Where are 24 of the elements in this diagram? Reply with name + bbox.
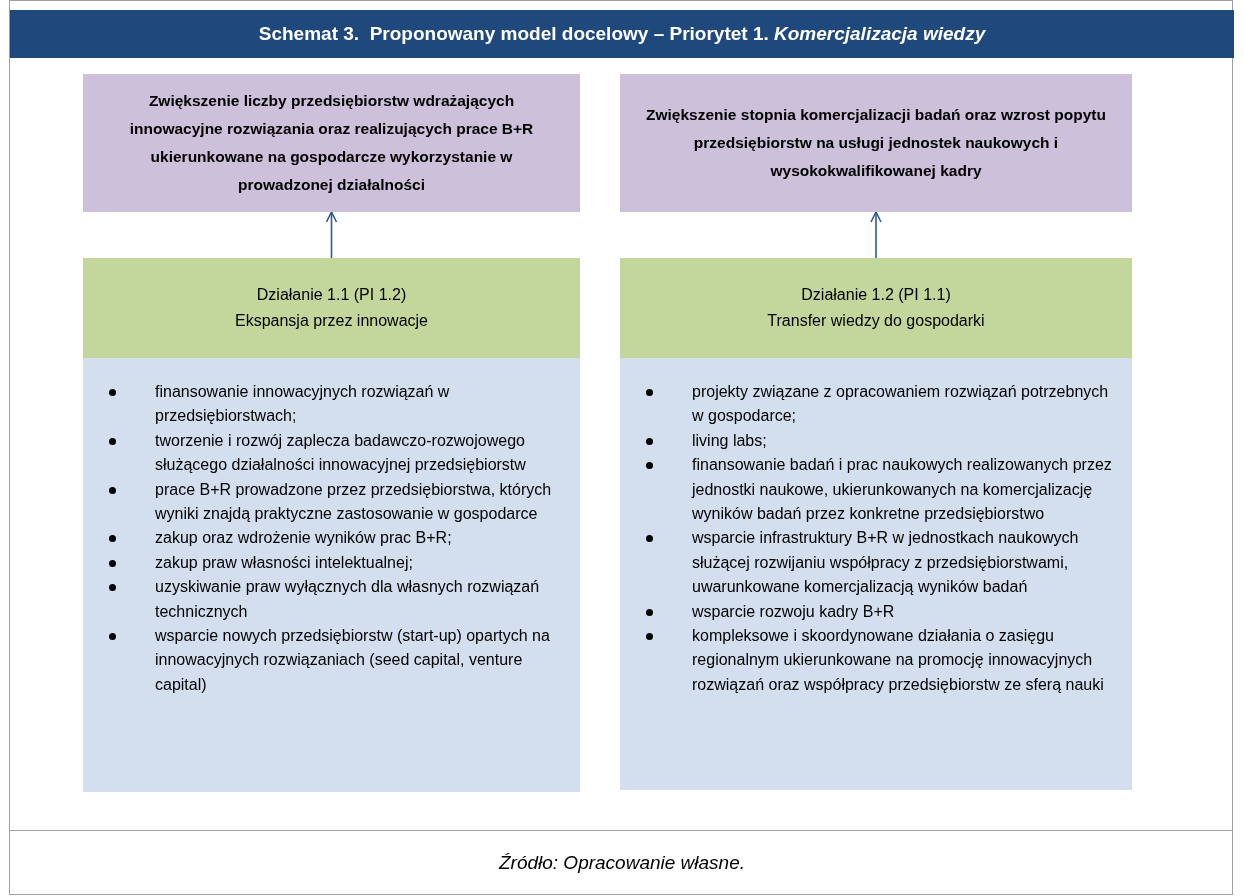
bullet-item: zakup oraz wdrożenie wyników prac B+R; — [99, 526, 570, 551]
bullet-item: wsparcie nowych przedsiębiorstw (start-up) opartych na innowacyjnych rozwiązaniach (seed capital, venture capital) — [99, 624, 570, 698]
bullet-item: wsparcie rozwoju kadry B+R — [636, 599, 1122, 625]
action-text: Działanie 1.1 (PI 1.2) — [256, 285, 407, 305]
action-text: Transfer wiedzy do gospodarki — [767, 311, 985, 331]
title-banner: Schemat 3. Proponowany model docelowy – Priorytet 1. Komercjalizacja wiedzy — [10, 10, 1234, 58]
bullet-item: finansowanie innowacyjnych rozwiązań w przedsiębiorstwach; — [99, 380, 570, 429]
activity-list-box — [620, 358, 1132, 790]
arrow — [870, 211, 882, 259]
bullet-item: kompleksowe i skoordynowane działania o zasięgu regionalnym ukierunkowane na promocję innowacyjnych rozwiązań oraz współpracy przedsiębiorstw ze sferą nauki — [636, 624, 1122, 698]
bullet-item: zakup praw własności intelektualnej; — [99, 550, 570, 576]
action-text: Ekspansja przez innowacje — [235, 311, 428, 331]
action-box — [83, 258, 580, 358]
action-text: Działanie 1.2 (PI 1.1) — [801, 285, 951, 305]
goal-box — [620, 74, 1132, 212]
arrow — [325, 211, 338, 259]
action-box — [620, 258, 1132, 358]
goal-text: Zwiększenie liczby przedsiębiorstw wdrażających innowacyjne rozwiązania oraz realizujących prace B+R ukierunkowane na gospodarcze wykorzystanie w prowadzonej działalności — [128, 91, 535, 195]
bullet-item: projekty związane z opracowaniem rozwiązań potrzebnych w gospodarce; — [636, 380, 1122, 429]
goal-text: Zwiększenie stopnia komercjalizacji badań oraz wzrost popytu przedsiębiorstw na usługi jednostek naukowych i wysokokwalifikowanej kadry — [645, 105, 1107, 181]
caption: Źródło: Opracowanie własne. — [497, 852, 747, 874]
activity-list-box — [83, 358, 580, 792]
bullet-item: living labs; — [636, 428, 1122, 454]
goal-box — [83, 74, 580, 212]
